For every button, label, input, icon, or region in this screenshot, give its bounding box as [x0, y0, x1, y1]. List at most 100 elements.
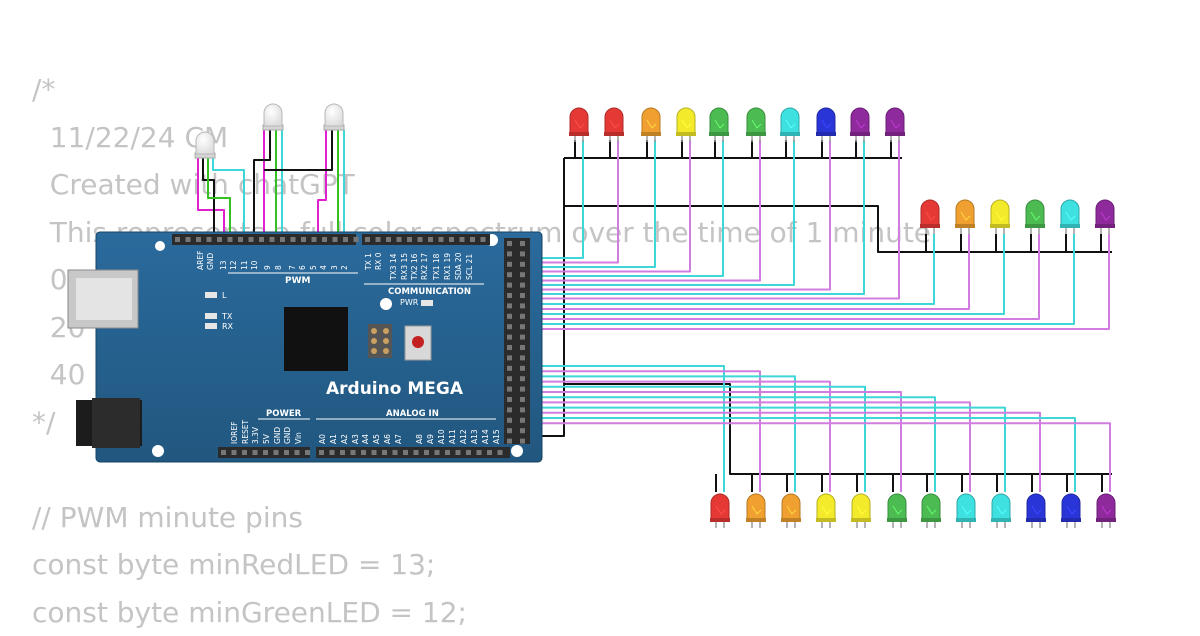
header-pin[interactable]: [343, 237, 348, 242]
header-pin[interactable]: [520, 387, 525, 392]
header-pin[interactable]: [407, 237, 412, 242]
header-pin[interactable]: [351, 450, 356, 455]
header-pin[interactable]: [520, 314, 525, 319]
header-pin[interactable]: [253, 450, 258, 455]
right-header[interactable]: [504, 238, 530, 444]
header-pin[interactable]: [186, 237, 191, 242]
header-pin[interactable]: [507, 366, 512, 371]
header-pin[interactable]: [507, 293, 512, 298]
header-pin[interactable]: [376, 237, 381, 242]
header-pin[interactable]: [312, 237, 317, 242]
header-pin[interactable]: [263, 450, 268, 455]
header-pin[interactable]: [507, 241, 512, 246]
header-pin[interactable]: [238, 237, 243, 242]
header-pin[interactable]: [291, 237, 296, 242]
header-pin[interactable]: [449, 237, 454, 242]
header-pin[interactable]: [477, 450, 482, 455]
header-pin[interactable]: [507, 324, 512, 329]
header-pin[interactable]: [520, 283, 525, 288]
header-pin[interactable]: [322, 237, 327, 242]
header-pin[interactable]: [507, 303, 512, 308]
header-pin[interactable]: [520, 303, 525, 308]
header-pin[interactable]: [274, 450, 279, 455]
header-pin[interactable]: [435, 450, 440, 455]
header-pin[interactable]: [382, 450, 387, 455]
header-pin[interactable]: [196, 237, 201, 242]
header-pin[interactable]: [520, 345, 525, 350]
header-pin[interactable]: [365, 237, 370, 242]
header-pin[interactable]: [232, 450, 237, 455]
header-pin[interactable]: [403, 450, 408, 455]
header-pin[interactable]: [481, 237, 486, 242]
header-pin[interactable]: [520, 335, 525, 340]
header-pin[interactable]: [207, 237, 212, 242]
header-pin[interactable]: [330, 450, 335, 455]
header-pin[interactable]: [507, 407, 512, 412]
rgb-led: [263, 104, 283, 130]
header-pin[interactable]: [397, 237, 402, 242]
header-pin[interactable]: [270, 237, 275, 242]
header-pin[interactable]: [284, 450, 289, 455]
header-pin[interactable]: [520, 251, 525, 256]
header-pin[interactable]: [175, 237, 180, 242]
header-pin[interactable]: [520, 418, 525, 423]
header-pin[interactable]: [259, 237, 264, 242]
header-pin[interactable]: [520, 439, 525, 444]
header-pin[interactable]: [520, 241, 525, 246]
header-pin[interactable]: [221, 450, 226, 455]
header-pin[interactable]: [507, 355, 512, 360]
header-pin[interactable]: [361, 450, 366, 455]
header-pin[interactable]: [507, 272, 512, 277]
header-pin[interactable]: [301, 237, 306, 242]
header-pin[interactable]: [507, 418, 512, 423]
header-pin[interactable]: [498, 450, 503, 455]
arduino-mega-board[interactable]: L TX RX PWR PWM COMMUNICATION POWER ANAL…: [68, 232, 542, 462]
header-pin[interactable]: [520, 355, 525, 360]
header-pin[interactable]: [470, 237, 475, 242]
header-pin[interactable]: [507, 376, 512, 381]
header-pin[interactable]: [520, 428, 525, 433]
header-pin[interactable]: [466, 450, 471, 455]
header-pin[interactable]: [456, 450, 461, 455]
header-pin[interactable]: [507, 335, 512, 340]
header-pin[interactable]: [507, 387, 512, 392]
header-pin[interactable]: [393, 450, 398, 455]
header-pin[interactable]: [507, 314, 512, 319]
header-pin[interactable]: [520, 262, 525, 267]
header-pin[interactable]: [372, 450, 377, 455]
header-pin[interactable]: [428, 237, 433, 242]
header-pin[interactable]: [520, 397, 525, 402]
header-pin[interactable]: [386, 237, 391, 242]
header-pin[interactable]: [507, 345, 512, 350]
header-pin[interactable]: [520, 376, 525, 381]
header-pin[interactable]: [507, 428, 512, 433]
header-pin[interactable]: [418, 237, 423, 242]
header-pin[interactable]: [520, 324, 525, 329]
header-pin[interactable]: [445, 450, 450, 455]
header-pin[interactable]: [354, 237, 359, 242]
header-pin[interactable]: [217, 237, 222, 242]
header-pin[interactable]: [340, 450, 345, 455]
header-pin[interactable]: [414, 450, 419, 455]
header-pin[interactable]: [507, 397, 512, 402]
header-pin[interactable]: [280, 237, 285, 242]
header-pin[interactable]: [305, 450, 310, 455]
header-pin[interactable]: [507, 251, 512, 256]
header-pin[interactable]: [507, 439, 512, 444]
header-pin[interactable]: [507, 262, 512, 267]
header-pin[interactable]: [242, 450, 247, 455]
header-pin[interactable]: [520, 366, 525, 371]
header-pin[interactable]: [333, 237, 338, 242]
header-pin[interactable]: [520, 272, 525, 277]
header-pin[interactable]: [439, 237, 444, 242]
header-pin[interactable]: [520, 407, 525, 412]
header-pin[interactable]: [319, 450, 324, 455]
header-pin[interactable]: [507, 283, 512, 288]
header-pin[interactable]: [424, 450, 429, 455]
header-pin[interactable]: [487, 450, 492, 455]
header-pin[interactable]: [295, 450, 300, 455]
header-pin[interactable]: [460, 237, 465, 242]
header-pin[interactable]: [228, 237, 233, 242]
header-pin[interactable]: [249, 237, 254, 242]
header-pin[interactable]: [520, 293, 525, 298]
